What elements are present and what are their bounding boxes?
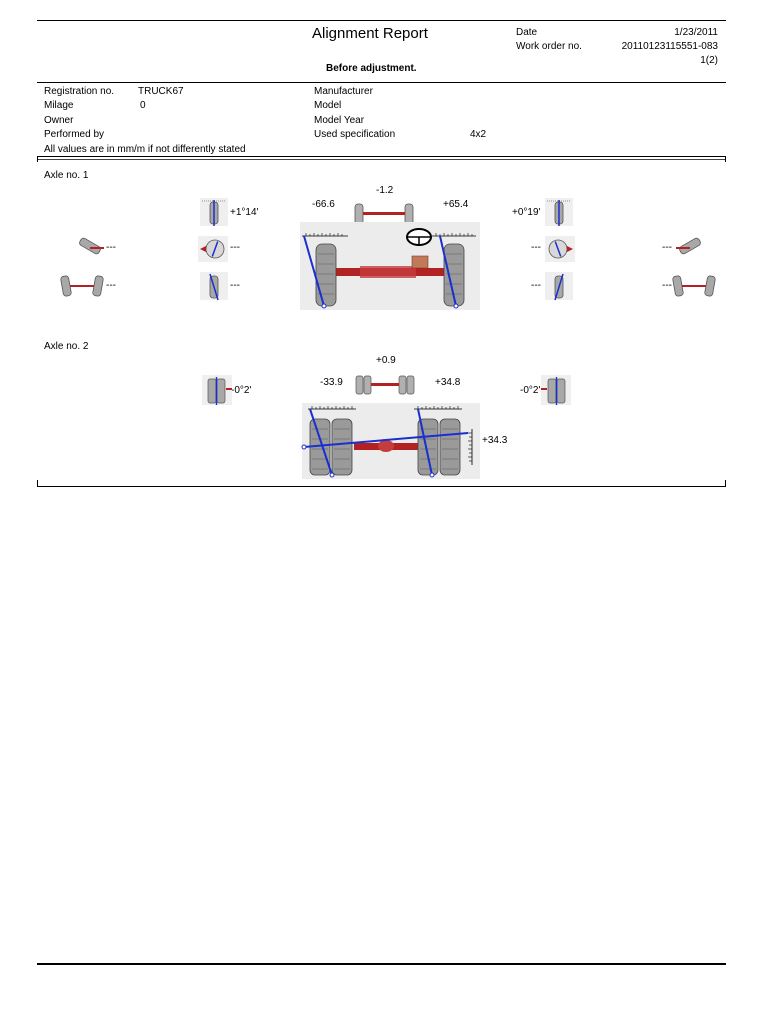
frame-top bbox=[37, 156, 726, 157]
axle1-right-outer-value: --- bbox=[662, 242, 672, 253]
registration-value: TRUCK67 bbox=[138, 86, 184, 97]
axle2-label: Axle no. 2 bbox=[44, 341, 89, 352]
performed-by-label: Performed by bbox=[44, 129, 105, 140]
frame-left-tick-bottom bbox=[37, 480, 38, 486]
model-label: Model bbox=[314, 100, 342, 111]
axle2-right-camber: -0°2' bbox=[520, 385, 541, 396]
milage-value: 0 bbox=[140, 100, 146, 111]
axle1-toe-icon bbox=[354, 203, 414, 225]
axle1-label: Axle no. 1 bbox=[44, 170, 89, 181]
header-rule bbox=[37, 82, 726, 83]
milage-label: Milage bbox=[44, 100, 74, 111]
date-value: 1/23/2011 bbox=[674, 27, 718, 38]
axle1-right-caster-value: --- bbox=[531, 242, 541, 253]
axle1-left-outer-value: --- bbox=[106, 242, 116, 253]
axle1-right-kpi-icon bbox=[545, 272, 573, 301]
owner-label: Owner bbox=[44, 115, 74, 126]
axle1-right-setback-icon bbox=[672, 275, 716, 297]
axle1-main-diagram bbox=[300, 222, 480, 310]
axle1-left-camber: +1°14' bbox=[230, 207, 259, 218]
registration-label: Registration no. bbox=[44, 86, 115, 97]
axle1-right-camber: +0°19' bbox=[512, 207, 541, 218]
axle2-toe-icon bbox=[355, 375, 415, 395]
axle1-left-camber-icon bbox=[200, 198, 228, 226]
frame-top-inner bbox=[37, 159, 726, 160]
axle2-right-camber-icon bbox=[541, 375, 571, 405]
axle2-thrust: +34.3 bbox=[482, 435, 508, 446]
page-number: 1(2) bbox=[700, 55, 718, 66]
work-order-value: 20110123115551-083 bbox=[621, 41, 718, 52]
axle1-right-kpi-value: --- bbox=[531, 280, 541, 291]
footer-rule bbox=[37, 963, 726, 965]
manufacturer-label: Manufacturer bbox=[314, 86, 373, 97]
axle2-main-diagram bbox=[301, 403, 480, 479]
axle1-left-kpi-icon bbox=[200, 272, 228, 301]
axle1-left-kpi-value: --- bbox=[230, 280, 240, 291]
axle1-right-caster-icon bbox=[545, 236, 575, 262]
work-order-label: Work order no. bbox=[516, 41, 582, 52]
frame-left-tick-top bbox=[37, 156, 38, 162]
axle2-right-toe: +34.8 bbox=[435, 377, 461, 388]
axle1-left-caster-value: --- bbox=[230, 242, 240, 253]
frame-right-tick-top bbox=[725, 156, 726, 162]
axle1-right-setback-value: --- bbox=[662, 280, 672, 291]
steering-wheel-icon bbox=[406, 228, 432, 246]
axle2-left-camber-icon bbox=[202, 375, 232, 405]
frame-bottom bbox=[37, 486, 726, 487]
axle2-total-toe: +0.9 bbox=[376, 355, 396, 366]
axle1-right-toe: +65.4 bbox=[443, 199, 469, 210]
axle1-left-setback-icon bbox=[60, 275, 104, 297]
frame-right-tick-bottom bbox=[725, 480, 726, 486]
axle1-left-setback-value: --- bbox=[106, 280, 116, 291]
axle1-left-toe: -66.6 bbox=[312, 199, 335, 210]
axle1-right-camber-icon bbox=[545, 198, 573, 226]
axle1-left-outer-wheel-icon bbox=[79, 237, 104, 255]
axle1-total-toe: -1.2 bbox=[376, 185, 394, 196]
used-spec-label: Used specification bbox=[314, 129, 396, 140]
report-subtitle: Before adjustment. bbox=[326, 63, 417, 74]
date-label: Date bbox=[516, 27, 538, 38]
axle2-left-camber: -0°2' bbox=[231, 385, 252, 396]
top-rule bbox=[37, 20, 726, 21]
used-spec-value: 4x2 bbox=[470, 129, 487, 140]
axle1-right-outer-wheel-icon bbox=[676, 237, 701, 255]
page-title: Alignment Report bbox=[312, 25, 428, 42]
units-note: All values are in mm/m if not differentl… bbox=[44, 144, 246, 155]
model-year-label: Model Year bbox=[314, 115, 365, 126]
axle2-left-toe: -33.9 bbox=[320, 377, 343, 388]
axle1-left-caster-icon bbox=[198, 236, 228, 262]
